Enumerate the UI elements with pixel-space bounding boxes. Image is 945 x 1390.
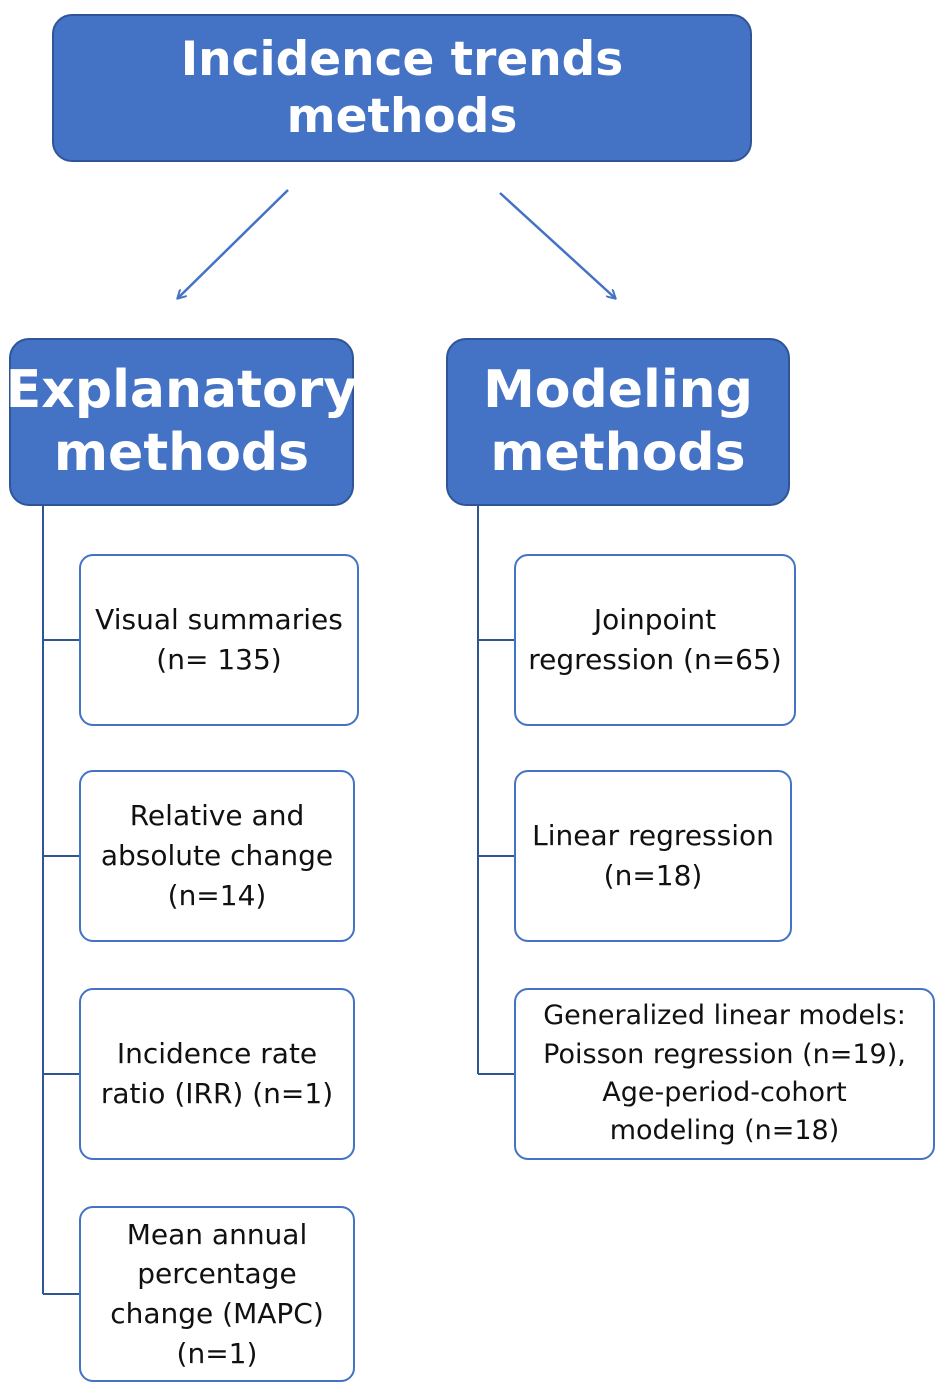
leaf-text-line: percentage [137,1257,297,1291]
leaf-text-line: Generalized linear models: [543,1000,906,1032]
leaf-text-line: ratio (IRR) (n=1) [100,1077,334,1110]
leaf-text-line: (n=18) [603,859,703,892]
leaf-linear-regression: Linear regression (n=18) [514,770,792,942]
leaf-incidence-rate-ratio: Incidence rate ratio (IRR) (n=1) [79,988,355,1160]
leaf-text-line: Age-period-cohort [602,1077,847,1108]
leaf-text-line: regression (n=65) [528,643,782,676]
leaf-mean-annual-percentage-change: Mean annual percentage change (MAPC) (n=… [79,1206,355,1382]
leaf-text-line: Linear regression [532,819,774,853]
root-title-line-1: Incidence trends [180,31,624,87]
root-node-incidence-trends-methods: Incidence trends methods [52,14,752,162]
leaf-text-line: Poisson regression (n=19), [543,1038,906,1070]
leaf-text-line: Incidence rate [116,1037,318,1071]
modeling-title-line-2: methods [490,423,746,483]
explanatory-title-line-2: methods [53,423,310,483]
leaf-text-line: (n=14) [167,878,267,912]
explanatory-methods-node: Explanatory methods [5,338,358,506]
leaf-text-line: Visual summaries [95,603,343,637]
leaf-text-line: (n=1) [176,1336,258,1370]
leaf-visual-summaries: Visual summaries (n= 135) [79,554,359,726]
leaf-text-line: modeling (n=18) [609,1115,840,1147]
leaf-text-line: change (MAPC) [110,1297,324,1330]
leaf-generalized-linear-models: Generalized linear models: Poisson regre… [514,988,935,1160]
root-title-line-2: methods [286,89,518,144]
leaf-text-line: absolute change [100,839,334,873]
modeling-title-line-1: Modeling [483,359,753,420]
leaf-joinpoint-regression: Joinpoint regression (n=65) [514,554,796,726]
arrow-to-modeling [499,192,615,298]
leaf-relative-absolute-change: Relative and absolute change (n=14) [79,770,355,942]
modeling-methods-node: Modeling methods [446,338,790,506]
leaf-text-line: Mean annual [126,1217,308,1251]
explanatory-title-line-1: Explanatory [5,359,358,420]
arrow-to-explanatory [178,189,289,298]
leaf-text-line: Relative and [129,799,305,833]
leaf-text-line: Joinpoint [593,603,717,637]
leaf-text-line: (n= 135) [156,643,282,676]
